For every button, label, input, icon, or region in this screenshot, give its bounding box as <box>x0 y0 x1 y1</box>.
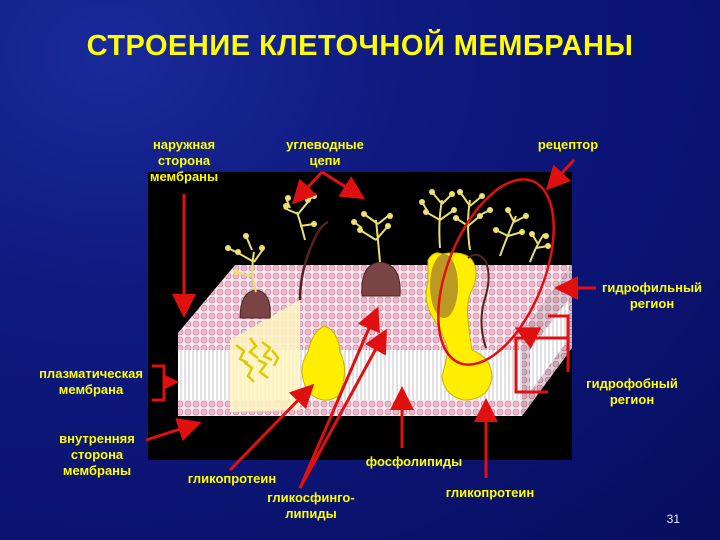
receptor-shadow <box>430 254 458 318</box>
label-glycosphingolipids: гликосфинго- липиды <box>267 490 355 521</box>
glycoprotein-left-chain-stem <box>298 220 329 301</box>
arrow-carb-right <box>321 170 366 200</box>
arrow-glycosphingolipid-2 <box>298 328 387 489</box>
membrane-side-tails <box>530 300 568 392</box>
slide-title: СТРОЕНИЕ КЛЕТОЧНОЙ МЕМБРАНЫ <box>86 30 634 62</box>
label-inner-side: внутренняя сторона мембраны <box>59 431 135 478</box>
label-receptor: рецептор <box>537 137 599 152</box>
arrow-hydrophobic-upper <box>548 314 570 338</box>
glycolipid-dome-right <box>361 261 401 297</box>
arrow-inner-side <box>145 418 202 442</box>
label-outer-side: наружная сторона мембраны <box>149 137 219 184</box>
arrow-hydrophobic-head <box>514 327 542 349</box>
label-plasma-membrane: плазматическая мембрана <box>39 366 143 397</box>
arrow-carb-left <box>291 170 324 205</box>
receptor-highlight-ellipse <box>437 178 555 366</box>
arrow-glycosphingolipid-1 <box>298 306 380 489</box>
label-hydrophilic-region: гидрофильный регион <box>601 280 703 311</box>
label-carbohydrate-chains: углеводные цепи <box>286 137 364 168</box>
carbohydrate-beads <box>225 189 551 275</box>
slide-number: 31 <box>666 512 680 526</box>
label-glycoprotein-left: гликопротеин <box>187 471 277 486</box>
arrow-glycoprotein-left <box>228 383 315 472</box>
arrow-receptor <box>545 158 576 191</box>
cholesterol-group <box>235 337 280 383</box>
receptor-stem <box>467 253 490 349</box>
label-hydrophobic-region: гидрофобный регион <box>586 376 678 407</box>
membrane-inner-head-row <box>178 400 522 416</box>
pointer-arrows <box>145 158 596 489</box>
label-phospholipids: фосфолипиды <box>365 454 463 469</box>
carbohydrate-chains <box>227 191 549 293</box>
label-glycoprotein-right: гликопротеин <box>445 485 535 500</box>
glycoprotein-left-shape <box>301 325 345 401</box>
